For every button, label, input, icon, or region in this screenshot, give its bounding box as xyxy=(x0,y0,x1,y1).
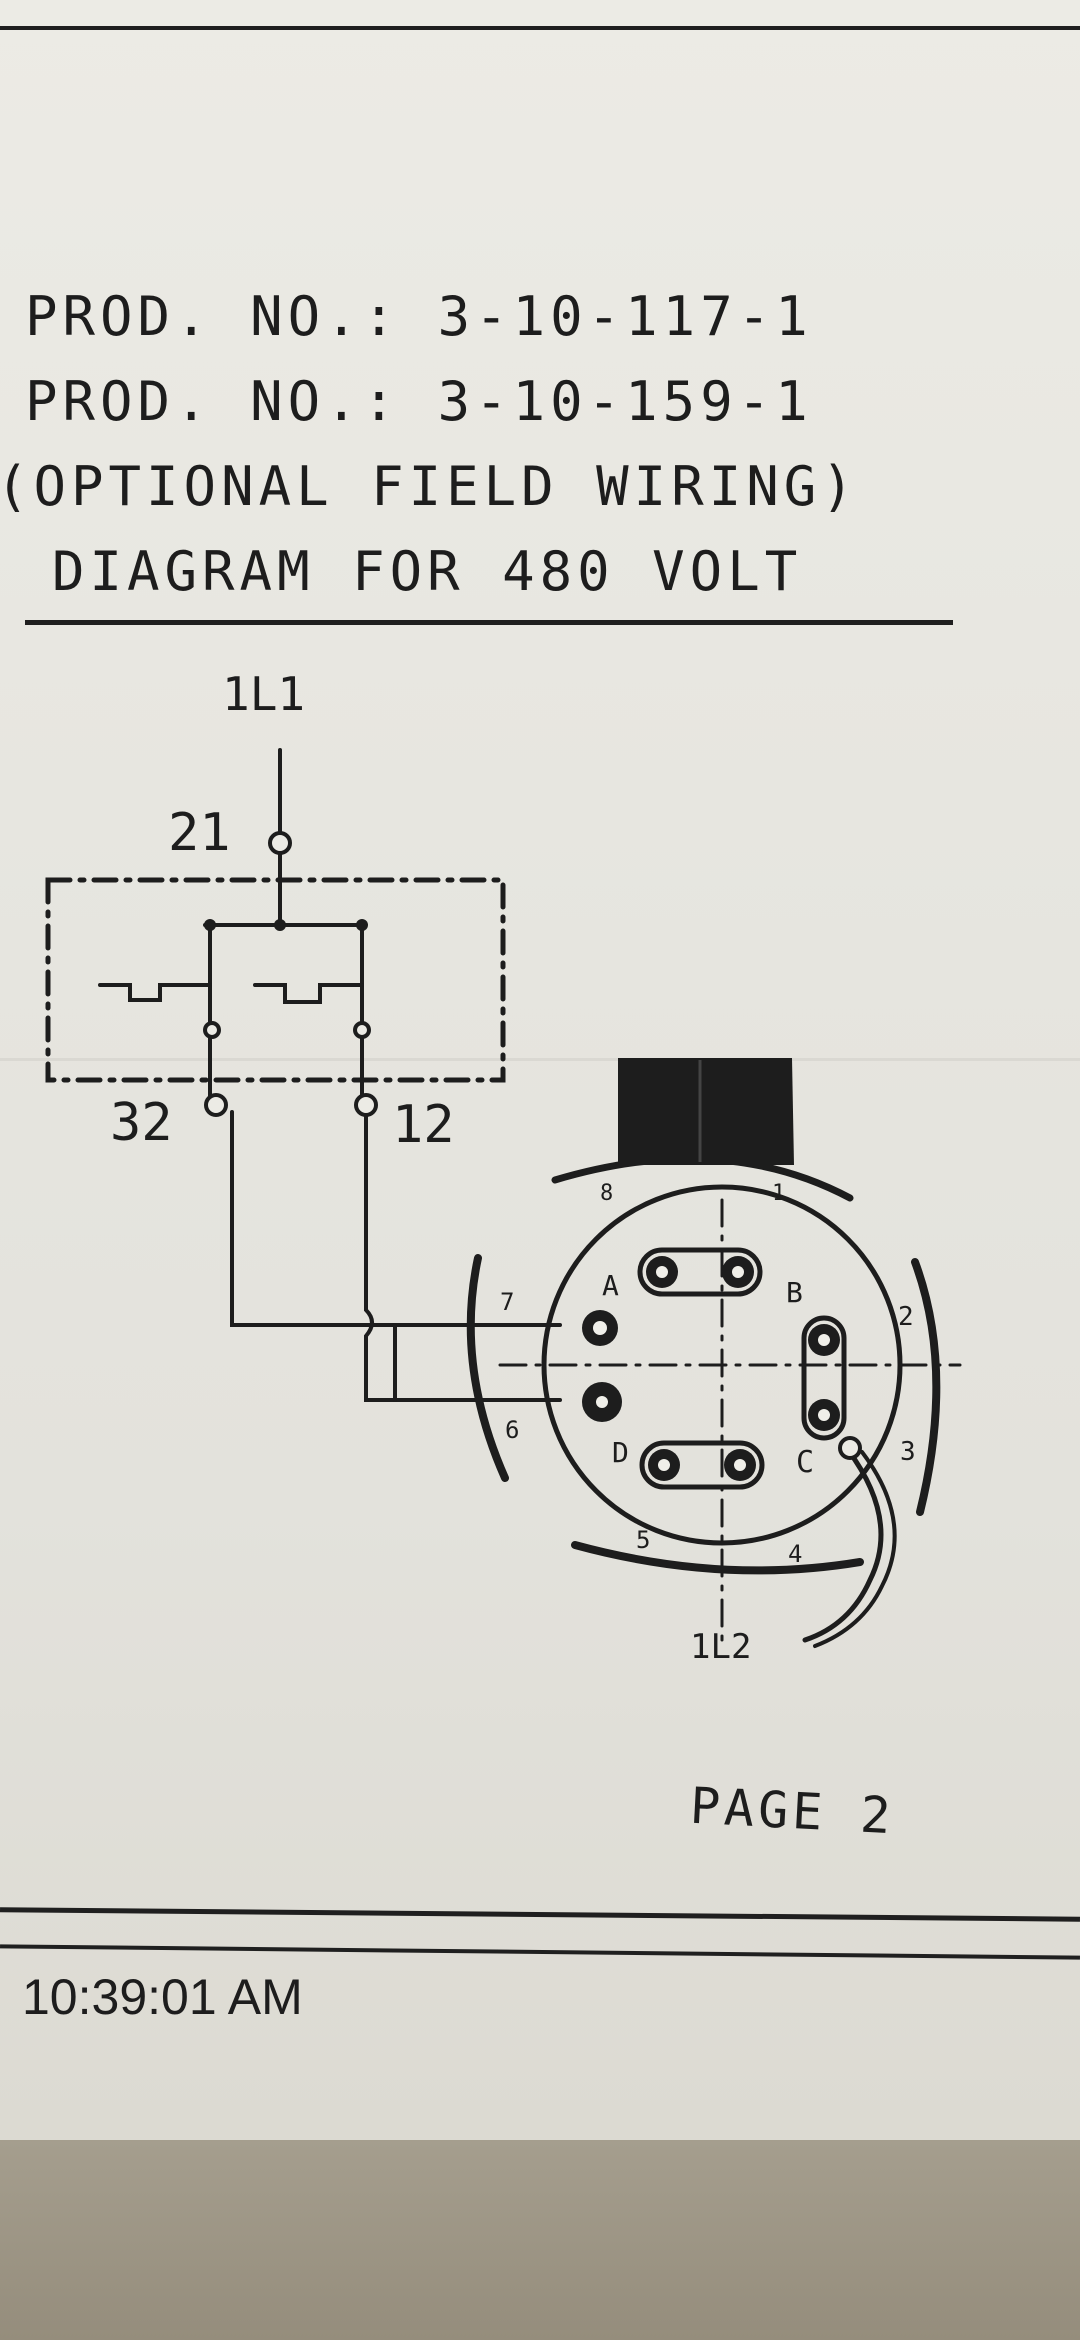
wire-c-to-1l2 xyxy=(802,1447,884,1643)
link-bar-top xyxy=(637,1247,763,1297)
arc-right xyxy=(911,1258,941,1516)
motor-terminal-7: 7 xyxy=(500,1288,514,1316)
label-32: 32 xyxy=(110,1093,173,1153)
motor-terminal-2: 2 xyxy=(898,1302,914,1332)
motor-terminal-4: 4 xyxy=(788,1540,802,1568)
link-bar-bottom xyxy=(639,1440,765,1490)
wire-c-to-1l2-inner xyxy=(813,1450,897,1648)
page-number: PAGE 2 xyxy=(688,1776,897,1846)
terminal-12-node xyxy=(354,1093,378,1117)
motor-post-a: A xyxy=(602,1269,619,1302)
motor-terminal-1: 1 xyxy=(772,1181,785,1206)
timestamp: 10:39:01 AM xyxy=(22,1969,303,2025)
motor-terminal-8: 8 xyxy=(600,1181,613,1206)
label-12: 12 xyxy=(392,1095,455,1155)
paper-fold-crease xyxy=(0,1058,1080,1061)
header-line-2: PROD. NO.: 3-10-159-1 xyxy=(25,370,813,433)
arc-left xyxy=(466,1254,509,1482)
label-1l1: 1L1 xyxy=(222,667,305,721)
motor-post-c: C xyxy=(796,1445,814,1480)
motor-terminal-5: 5 xyxy=(636,1526,650,1554)
switch-enclosure xyxy=(45,877,506,1083)
motor-post-d: D xyxy=(612,1436,629,1469)
header-line-1: PROD. NO.: 3-10-117-1 xyxy=(25,285,813,348)
thermal-element-right xyxy=(253,983,364,1004)
motor-cap xyxy=(618,1058,794,1165)
paper-sheet xyxy=(0,0,1080,2140)
label-21: 21 xyxy=(168,803,231,863)
header-line-3: (OPTIONAL FIELD WIRING) xyxy=(0,455,859,518)
terminal-21-node xyxy=(268,831,292,855)
background-surface xyxy=(0,2140,1080,2340)
motor-terminal-6: 6 xyxy=(505,1416,519,1444)
label-1l2: 1L2 xyxy=(690,1627,751,1667)
header-underline xyxy=(25,620,953,625)
wire-32-to-7 xyxy=(230,1110,562,1327)
motor-post-b: B xyxy=(786,1276,803,1309)
arc-bottom xyxy=(571,1541,864,1575)
post-c-lead-node xyxy=(838,1436,862,1460)
wire-12-to-6 xyxy=(364,1110,562,1402)
top-border-line xyxy=(0,26,1080,30)
terminal-32-node xyxy=(204,1093,228,1117)
motor-terminal-3: 3 xyxy=(900,1437,916,1467)
junction-left-bottom xyxy=(203,1021,221,1039)
thermal-element-left xyxy=(98,983,212,1002)
header-line-4: DIAGRAM FOR 480 VOLT xyxy=(52,540,803,603)
link-bar-right xyxy=(801,1315,847,1441)
junction-right-bottom xyxy=(353,1021,371,1039)
